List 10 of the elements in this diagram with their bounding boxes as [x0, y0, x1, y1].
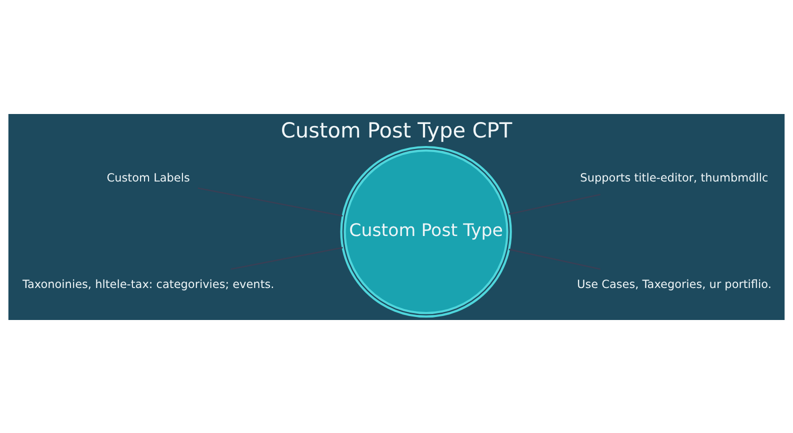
diagram-title: Custom Post Type CPT [280, 118, 512, 142]
connector [508, 193, 600, 214]
node-text: Custom Labels [106, 171, 190, 184]
node-text: Supports title-editor, thumbmdllc [580, 171, 768, 184]
connector [198, 186, 343, 216]
connector [230, 246, 343, 270]
node-text: Taxonoinies, hltele-tax: categorivies; events. [22, 277, 274, 290]
connector [508, 248, 600, 270]
node-circle: Custom Post Type [340, 145, 512, 318]
node-text: Use Cases, Taxegories, ur portiflio. [576, 277, 772, 290]
